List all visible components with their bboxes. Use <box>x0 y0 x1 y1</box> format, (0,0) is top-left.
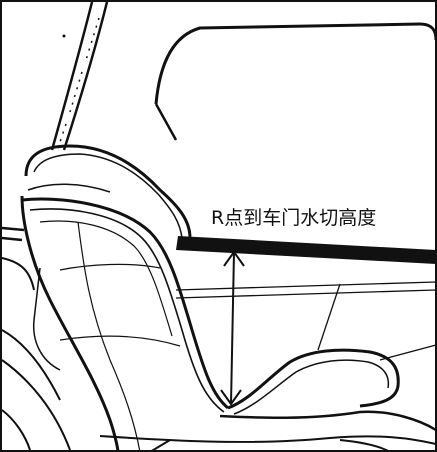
seatback-outer <box>20 195 120 452</box>
arrowhead-bottom <box>220 389 242 406</box>
left-body-line-2 <box>1 329 61 401</box>
side-window-outline <box>154 22 437 105</box>
arrowhead-top <box>223 250 245 267</box>
left-body-line-5 <box>32 267 61 371</box>
door-beltline <box>176 236 436 264</box>
dimension-arrow <box>220 250 245 406</box>
door-panel-line-4 <box>379 344 437 361</box>
cushion-front <box>219 410 437 432</box>
seat-base-right <box>339 439 391 452</box>
seat <box>20 144 437 452</box>
a-pillar-inner <box>50 1 94 151</box>
seatback-trim <box>39 220 173 337</box>
door-panel-line-3 <box>317 283 341 351</box>
seat-rail <box>149 439 171 452</box>
dimension-line <box>230 251 235 405</box>
left-body-line-3 <box>1 359 71 451</box>
seatback-bolster <box>29 208 225 413</box>
seat-base <box>99 435 437 445</box>
seatback-seam-1 <box>77 221 141 452</box>
beltline-left <box>1 226 25 242</box>
door-panel-line-1 <box>175 281 437 291</box>
headrest-inner <box>33 153 183 239</box>
seatback-seam-2 <box>59 263 161 271</box>
left-body-line-1 <box>1 257 35 291</box>
dimension-caption: R点到车门水切高度 <box>211 207 376 229</box>
seatback-front <box>21 197 229 410</box>
headrest-seam <box>27 183 111 193</box>
pillar-stitch <box>57 17 100 149</box>
door-panel-line-2 <box>175 289 437 299</box>
a-pillar-outer <box>62 1 109 151</box>
window-lower-edge <box>154 103 178 141</box>
cushion-outline <box>227 348 400 410</box>
seatback-seam-3 <box>59 335 181 347</box>
headrest-outline <box>24 144 192 239</box>
cushion-bolster <box>233 359 390 415</box>
left-body-line-4 <box>1 409 31 451</box>
mark-dot <box>62 34 66 38</box>
